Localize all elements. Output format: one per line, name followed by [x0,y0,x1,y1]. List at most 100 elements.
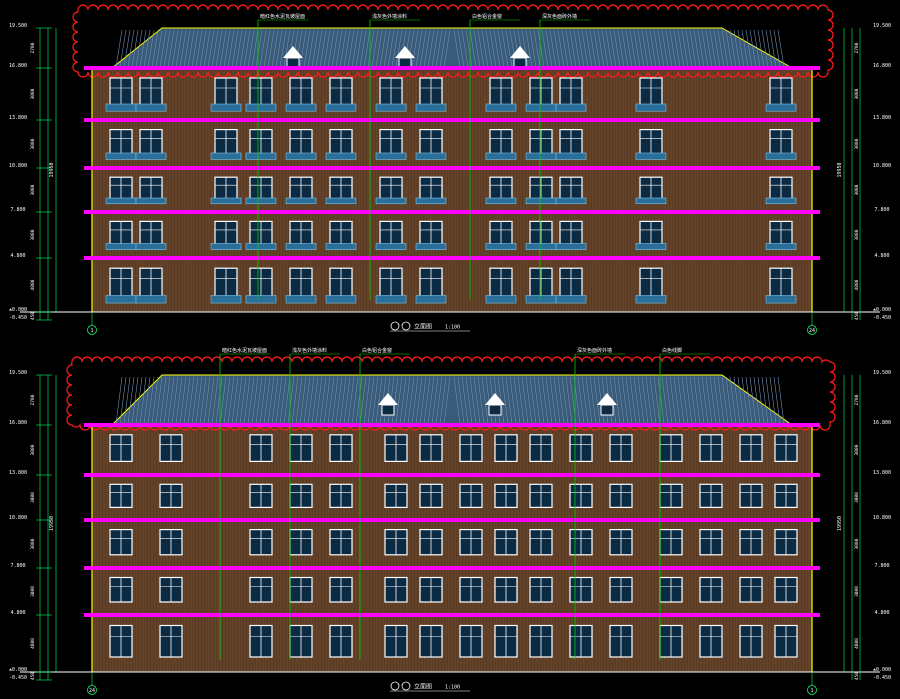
dimension-label: 2700 [854,394,860,405]
dimension-label: 4800 [854,279,860,290]
balcony-rail [525,152,557,160]
window [765,176,797,205]
dimension-label: 4800 [30,638,36,649]
window [245,176,277,205]
pitched-roof [110,374,794,426]
window [635,77,667,112]
window [739,624,763,658]
window [699,483,723,508]
dimension-chain-right: 19.50016.80013.80010.8007.8004.800±0.000… [837,23,891,321]
dimension-label: 2700 [854,42,860,53]
balcony-rail [375,152,407,160]
level-label: 10.800 [9,515,27,521]
balcony-rail [135,295,167,304]
balcony-rail [555,197,587,205]
windows [109,434,798,658]
window [325,267,357,304]
balcony-rail [485,243,517,250]
drawing-title-text: 立面图 [414,683,432,691]
window [105,176,137,205]
revision-cloud [66,356,836,431]
balcony-rail [285,103,317,112]
window [569,576,593,603]
window [375,220,407,250]
window [415,129,447,160]
floor-band [84,166,820,170]
window [249,434,273,462]
window [659,624,683,658]
window [105,267,137,304]
level-label: 19.500 [873,370,891,376]
balcony-rail [555,152,587,160]
balcony-rail [325,197,357,205]
window [609,576,633,603]
dimension-label: 3000 [854,88,860,99]
floor-band [84,66,820,70]
window [419,576,443,603]
window [494,434,518,462]
dimension-label: 3000 [30,444,36,455]
window [635,176,667,205]
level-label: -0.450 [9,315,27,321]
balcony-rail [210,295,242,304]
window [659,528,683,556]
balcony-rail [285,152,317,160]
floor-band [84,473,820,477]
window [459,434,483,462]
dimension-chain-left: 19.50016.80013.80010.8007.8004.800±0.000… [9,23,57,321]
balcony-rail [210,197,242,205]
window [765,267,797,304]
window [289,483,313,508]
material-callouts: 暗红色水泥瓦坡屋面浅灰色外墙涂料白色铝合金窗深灰色面砖外墙白色线脚 [219,347,710,660]
window [384,528,408,556]
window [525,267,557,304]
balcony-rail [245,243,277,250]
balcony-rail [525,243,557,250]
window [529,624,553,658]
balcony-rail [285,243,317,250]
balcony-rail [555,103,587,112]
balcony-rail [635,197,667,205]
level-label: ±0.000 [9,667,27,673]
balcony-rail [325,152,357,160]
balcony-rail [105,103,137,112]
window [375,77,407,112]
floor-band [84,256,820,260]
window [569,528,593,556]
balcony-rail [245,103,277,112]
window [494,624,518,658]
balcony-rail [415,295,447,304]
level-label: ±0.000 [9,307,27,313]
window [210,176,242,205]
dimension-label: 3000 [30,229,36,240]
window [285,176,317,205]
level-label: 19.500 [9,370,27,376]
window [765,129,797,160]
roof-dormer [378,393,398,416]
material-callouts: 暗红色水泥瓦坡屋面浅灰色外墙涂料白色铝合金窗深灰色面砖外墙 [257,13,590,300]
balcony-rail [105,295,137,304]
level-label: 16.800 [9,63,27,69]
window [289,576,313,603]
window [494,528,518,556]
balcony-rail [245,152,277,160]
window [739,434,763,462]
balcony-rail [485,295,517,304]
roof-dormer [597,393,617,416]
balcony-rail [285,197,317,205]
balcony-rail [635,243,667,250]
window [774,576,798,603]
window [485,220,517,250]
material-callout-label: 暗红色水泥瓦坡屋面 [260,13,305,20]
window [609,434,633,462]
balcony-rail [375,197,407,205]
balcony-rail [105,197,137,205]
drawing-scale-text: 1:100 [445,325,460,331]
window [289,528,313,556]
window [245,77,277,112]
window [415,77,447,112]
